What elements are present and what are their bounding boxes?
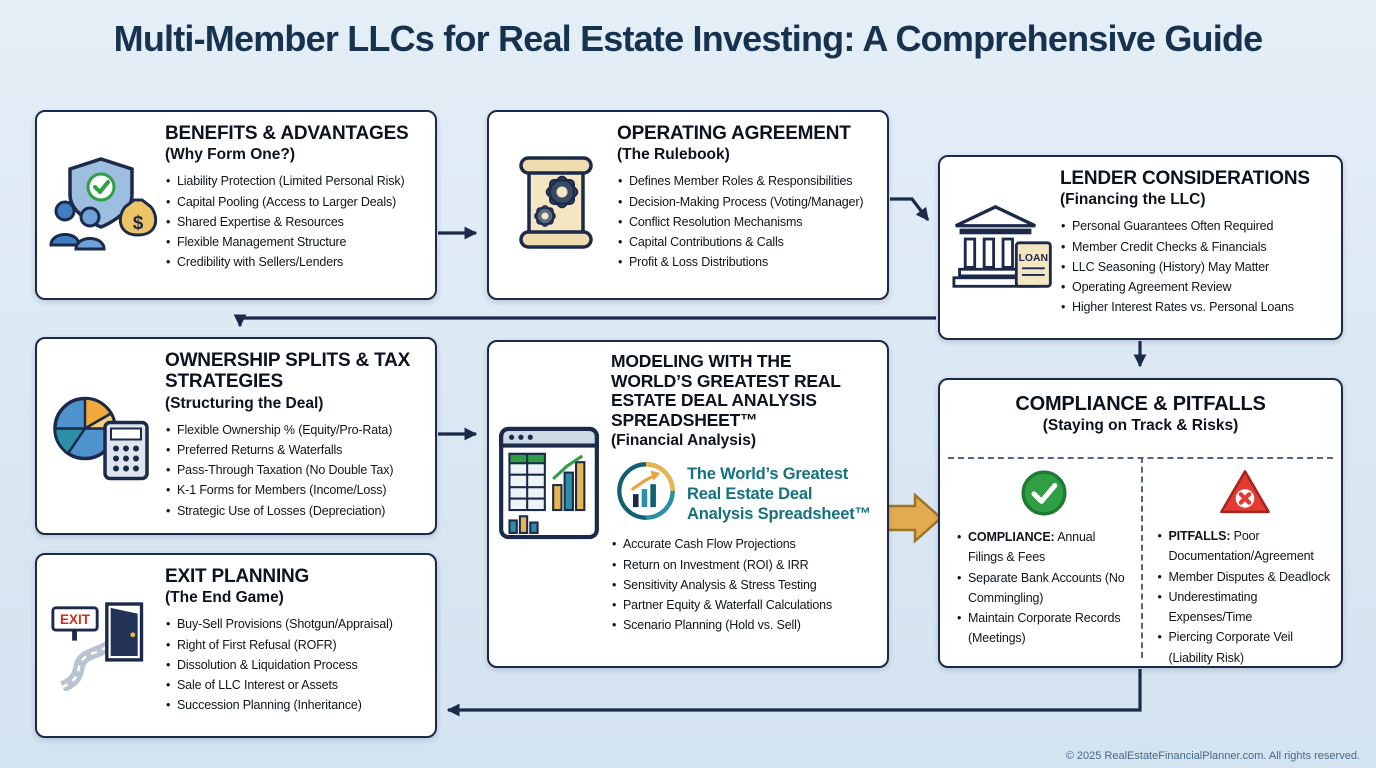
modeling-to-compliance-arrow (881, 492, 943, 544)
exit-heading: EXIT PLANNING (165, 566, 310, 587)
exit-planning-box: EXIT EXIT PLANNING (The End Game) Buy-Se… (35, 553, 437, 738)
operating-subheading: (The Rulebook) (617, 146, 730, 164)
bullet-item: Maintain Corporate Records (Meetings) (956, 608, 1133, 649)
bullet-item: Sale of LLC Interest or Assets (165, 675, 427, 696)
logo-line-2: Real Estate Deal (687, 484, 813, 503)
exit-bullet-list: Buy-Sell Provisions (Shotgun/Appraisal) … (165, 614, 427, 716)
compliance-subheading: (Staying on Track & Risks) (1042, 417, 1239, 435)
bullet-item: Profit & Loss Distributions (617, 252, 879, 273)
arrow-lender-to-ownership (233, 314, 936, 328)
operating-heading: OPERATING AGREEMENT (617, 123, 851, 144)
compliance-bullet-list: COMPLIANCE: Annual Filings & Fees Separa… (956, 527, 1133, 649)
modeling-bullet-list: Accurate Cash Flow Projections Return on… (611, 534, 887, 636)
bullet-item: Return on Investment (ROI) & IRR (611, 555, 887, 576)
bullet-item: Right of First Refusal (ROFR) (165, 635, 427, 656)
bullet-item: Accurate Cash Flow Projections (611, 534, 887, 555)
copyright-text: © 2025 RealEstateFinancialPlanner.com. A… (1065, 750, 1360, 762)
bank-loan-icon: LOAN (952, 203, 1056, 298)
bullet-item: Personal Guarantees Often Required (1060, 216, 1333, 237)
page-title: Multi-Member LLCs for Real Estate Invest… (113, 18, 1264, 59)
compliance-heading: COMPLIANCE & PITFALLS (1015, 393, 1266, 415)
bullet-item: Buy-Sell Provisions (Shotgun/Appraisal) (165, 614, 427, 635)
spreadsheet-logo-text: The World’s Greatest Real Estate Deal An… (687, 464, 871, 524)
modeling-heading: MODELING WITH THE WORLD’S GREATEST REAL … (611, 351, 841, 430)
pitfalls-lead: PITFALLS: (1168, 529, 1231, 543)
bullet-item: Dissolution & Liquidation Process (165, 655, 427, 676)
bullet-item: Member Disputes & Deadlock (1157, 567, 1334, 588)
spreadsheet-logo-icon (615, 460, 677, 527)
shield-people-money-icon: $ (45, 154, 158, 257)
bullet-item: Flexible Ownership % (Equity/Pro-Rata) (165, 420, 427, 441)
modeling-subheading: (Financial Analysis) (611, 432, 756, 450)
logo-line-1: The World’s Greatest (687, 464, 849, 483)
compliance-lead-rest: Annual Filings & Fees (968, 530, 1096, 565)
exit-subheading: (The End Game) (165, 589, 284, 607)
exit-door-icon: EXIT (49, 597, 155, 696)
benefits-box: $ BENEFITS & ADVANTAGES (Why Form One?) … (35, 110, 437, 300)
ownership-tax-box: OWNERSHIP SPLITS & TAX STRATEGIES (Struc… (35, 337, 437, 535)
bullet-item: Preferred Returns & Waterfalls (165, 440, 427, 461)
benefits-heading: BENEFITS & ADVANTAGES (165, 123, 409, 144)
scroll-gears-icon (505, 152, 605, 257)
pie-chart-calculator-icon (47, 387, 157, 490)
pitfalls-bullet-list: PITFALLS: Poor Documentation/Agreement M… (1157, 526, 1334, 668)
bullet-item: Decision-Making Process (Voting/Manager) (617, 192, 879, 213)
compliance-pitfalls-box: COMPLIANCE & PITFALLS (Staying on Track … (938, 378, 1343, 668)
operating-agreement-box: OPERATING AGREEMENT (The Rulebook) Defin… (487, 110, 889, 300)
bullet-item: Separate Bank Accounts (No Commingling) (956, 568, 1133, 609)
bullet-item: Shared Expertise & Resources (165, 212, 427, 233)
bullet-item: Succession Planning (Inheritance) (165, 695, 427, 716)
exit-sign-label: EXIT (60, 612, 91, 627)
bullet-item: Partner Equity & Waterfall Calculations (611, 595, 887, 616)
pitfalls-column: PITFALLS: Poor Documentation/Agreement M… (1141, 462, 1342, 666)
bullet-item: Capital Pooling (Access to Larger Deals) (165, 192, 427, 213)
bullet-item: PITFALLS: Poor Documentation/Agreement (1157, 526, 1334, 567)
bullet-item: Member Credit Checks & Financials (1060, 237, 1333, 258)
ownership-subheading: (Structuring the Deal) (165, 394, 324, 412)
bullet-item: Strategic Use of Losses (Depreciation) (165, 501, 427, 522)
bullet-item: Sensitivity Analysis & Stress Testing (611, 575, 887, 596)
bullet-item: COMPLIANCE: Annual Filings & Fees (956, 527, 1133, 568)
ownership-heading: OWNERSHIP SPLITS & TAX STRATEGIES (165, 350, 411, 393)
loan-document-label: LOAN (1019, 253, 1048, 264)
benefits-bullet-list: Liability Protection (Limited Personal R… (165, 171, 427, 273)
bullet-item: Liability Protection (Limited Personal R… (165, 171, 427, 192)
spreadsheet-logo: The World’s Greatest Real Estate Deal An… (615, 460, 887, 527)
arrow-operating-to-lender (890, 197, 930, 222)
pitfalls-lead-rest: Poor Documentation/Agreement (1168, 529, 1314, 564)
bullet-item: K-1 Forms for Members (Income/Loss) (165, 480, 427, 501)
bullet-item: Higher Interest Rates vs. Personal Loans (1060, 297, 1333, 318)
bullet-item: Flexible Management Structure (165, 232, 427, 253)
warning-triangle-icon (1157, 468, 1334, 522)
lender-heading: LENDER CONSIDERATIONS (1060, 168, 1310, 189)
bullet-item: Operating Agreement Review (1060, 277, 1333, 298)
bullet-item: Underestimating Expenses/Time (1157, 587, 1334, 628)
lender-subheading: (Financing the LLC) (1060, 191, 1206, 209)
check-circle-icon (956, 468, 1133, 523)
compliance-column: COMPLIANCE: Annual Filings & Fees Separa… (940, 462, 1141, 666)
ownership-bullet-list: Flexible Ownership % (Equity/Pro-Rata) P… (165, 420, 427, 522)
bullet-item: Piercing Corporate Veil (Liability Risk) (1157, 627, 1334, 668)
bullet-item: Pass-Through Taxation (No Double Tax) (165, 460, 427, 481)
lender-bullet-list: Personal Guarantees Often Required Membe… (1060, 216, 1333, 318)
logo-line-3: Analysis Spreadsheet™ (687, 504, 871, 523)
spreadsheet-charts-icon (497, 422, 601, 549)
bullet-item: Scenario Planning (Hold vs. Sell) (611, 615, 887, 636)
modeling-box: MODELING WITH THE WORLD’S GREATEST REAL … (487, 340, 889, 668)
operating-bullet-list: Defines Member Roles & Responsibilities … (617, 171, 879, 273)
lender-considerations-box: LOAN LENDER CONSIDERATIONS (Financing th… (938, 155, 1343, 340)
dollar-sign-label: $ (133, 213, 144, 234)
bullet-item: Credibility with Sellers/Lenders (165, 252, 427, 273)
compliance-lead: COMPLIANCE: (968, 530, 1055, 544)
bullet-item: Capital Contributions & Calls (617, 232, 879, 253)
benefits-subheading: (Why Form One?) (165, 146, 296, 164)
bullet-item: Conflict Resolution Mechanisms (617, 212, 879, 233)
dashed-divider-vertical (1140, 457, 1143, 658)
bullet-item: Defines Member Roles & Responsibilities (617, 171, 879, 192)
bullet-item: LLC Seasoning (History) May Matter (1060, 257, 1333, 278)
arrow-compliance-to-exit (446, 669, 1142, 717)
